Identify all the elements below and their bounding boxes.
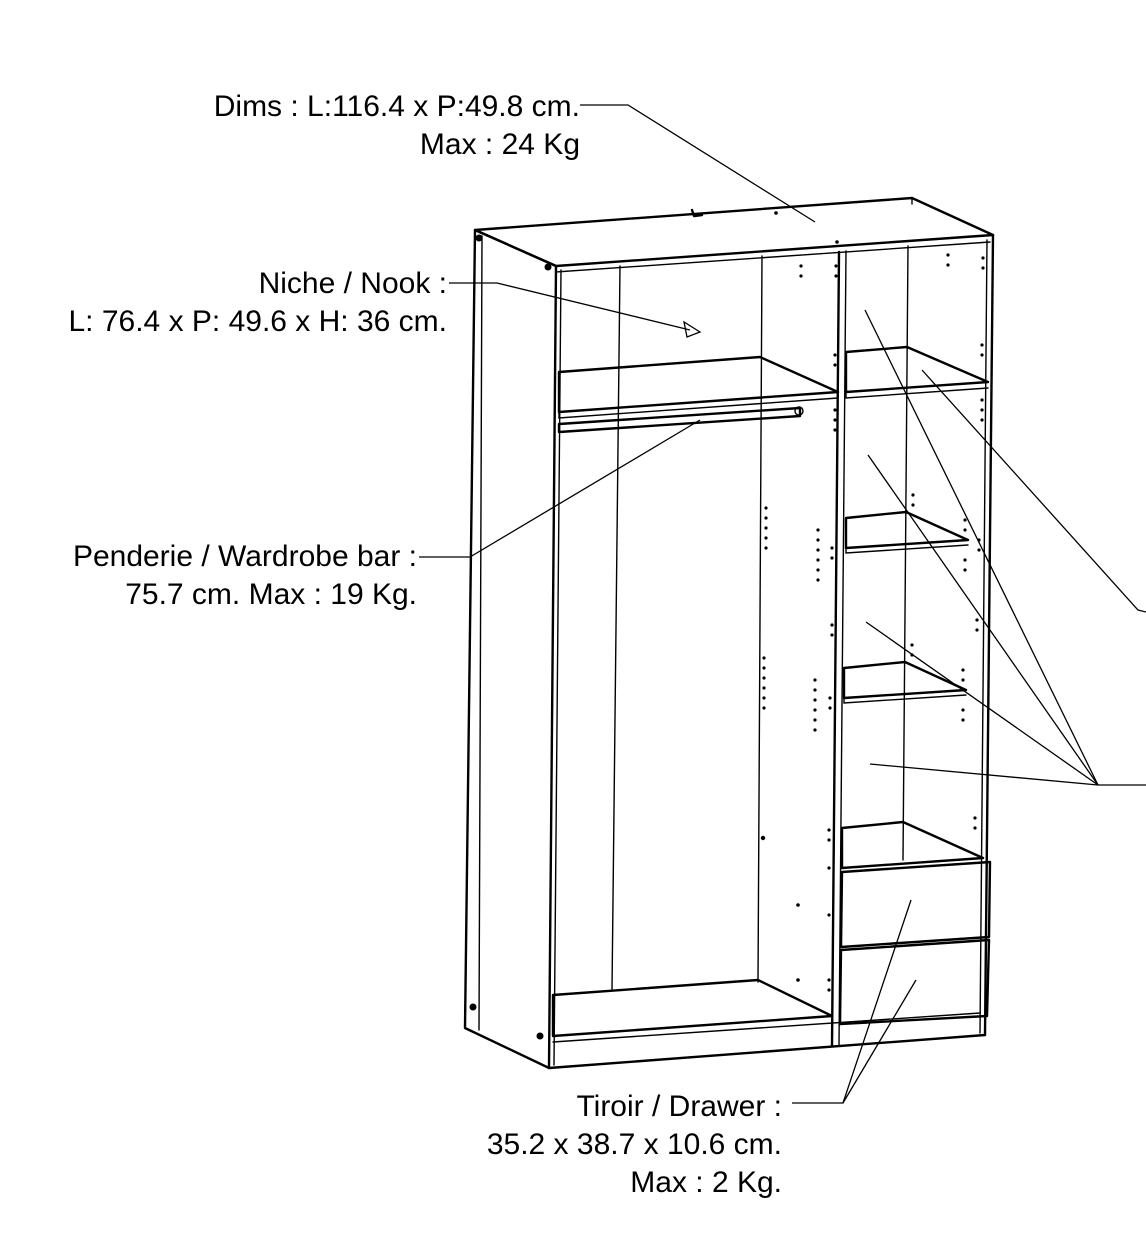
- right-shelf-1: [844, 345, 990, 394]
- leader-wardrobe-bar: [419, 419, 701, 558]
- central-divider: [830, 250, 841, 1048]
- screw-holes: [469, 211, 839, 1040]
- shelf-pin-holes: [762, 253, 985, 992]
- top-panel: [473, 196, 995, 268]
- dims-label-line1: Dims : L:116.4 x P:49.8 cm.: [213, 90, 580, 123]
- wardrobe-bar-label-line2: 75.7 cm. Max : 19 Kg.: [125, 578, 417, 611]
- nook-shelf: [557, 355, 840, 414]
- niche-label: Niche / Nook : L: 76.4 x P: 49.6 x H: 36…: [0, 265, 447, 341]
- leader-compartment-4: [869, 763, 1146, 786]
- wardrobe-bar-label-line1: Penderie / Wardrobe bar :: [72, 540, 417, 573]
- leader-niche: [449, 282, 691, 331]
- drawer-bottom: [838, 938, 991, 1026]
- bottom-plinth: [547, 1033, 987, 1070]
- dims-label-line2: Max : 24 Kg: [419, 128, 580, 161]
- leader-compartment-3: [865, 621, 1099, 786]
- right-shelf-4: [840, 820, 985, 870]
- right-shelf-2: [844, 510, 970, 550]
- drawer-top: [839, 860, 992, 949]
- niche-arrowhead: [683, 320, 702, 338]
- wardrobe-drawing: [463, 196, 995, 1070]
- wardrobe-bar: [557, 406, 802, 434]
- niche-label-line2: L: 76.4 x P: 49.6 x H: 36 cm.: [68, 305, 447, 338]
- wardrobe-bar-label: Penderie / Wardrobe bar : 75.7 cm. Max :…: [0, 538, 417, 614]
- drawer-label: Tiroir / Drawer : 35.2 x 38.7 x 10.6 cm.…: [400, 1088, 782, 1202]
- leader-compartment-2: [867, 454, 1099, 786]
- drawer-label-line2: 35.2 x 38.7 x 10.6 cm.: [486, 1128, 782, 1161]
- leader-lines: [419, 104, 1146, 1104]
- leader-drawer-2: [842, 979, 917, 1104]
- drawer-label-line1: Tiroir / Drawer :: [576, 1090, 782, 1123]
- drawer-label-line3: Max : 2 Kg.: [630, 1166, 782, 1199]
- niche-label-line1: Niche / Nook :: [258, 267, 447, 300]
- leader-compartment-1: [864, 309, 1099, 786]
- leader-dims: [580, 104, 816, 223]
- right-side-panel: [983, 233, 995, 1037]
- leader-drawer: [792, 899, 912, 1104]
- right-shelf-3: [842, 660, 968, 700]
- dims-label: Dims : L:116.4 x P:49.8 cm. Max : 24 Kg: [130, 88, 580, 164]
- leader-right-shelf: [921, 369, 1146, 613]
- left-bottom-panel: [551, 978, 834, 1038]
